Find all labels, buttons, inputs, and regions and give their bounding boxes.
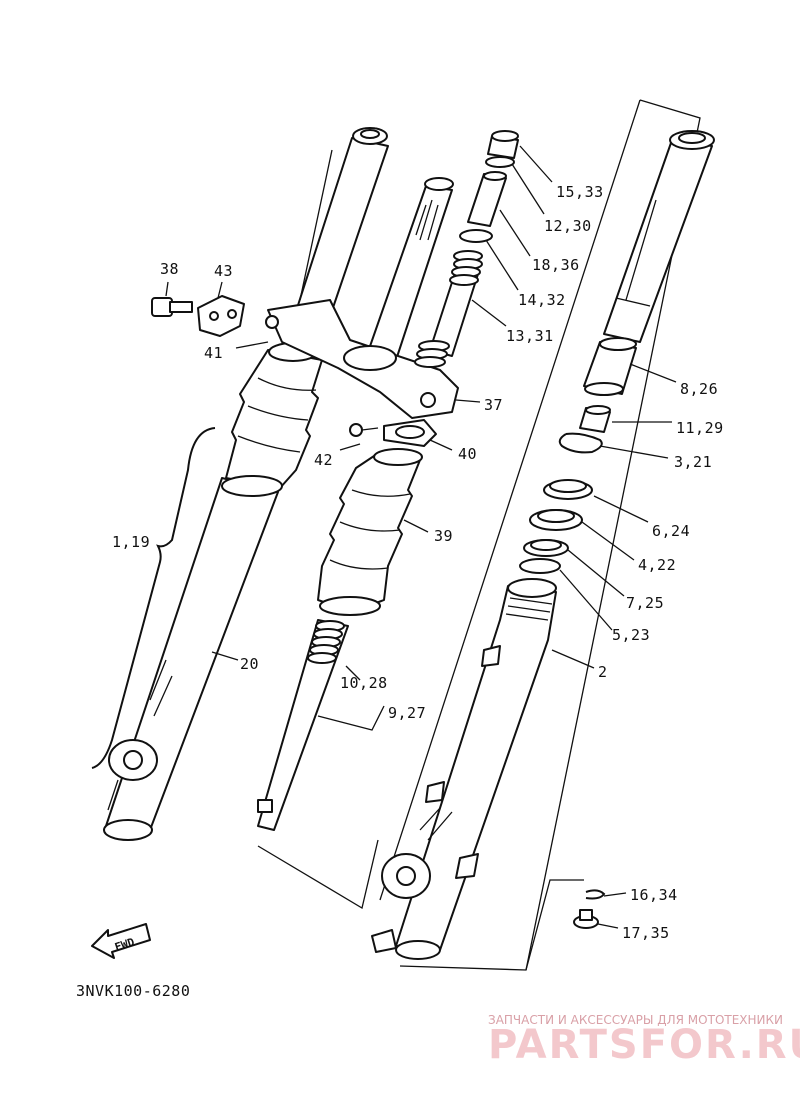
label-38: 38 (160, 260, 179, 278)
drain-bolt (573, 909, 599, 929)
rebound-spring (307, 620, 345, 664)
label-1-19: 1,19 (112, 533, 150, 551)
label-6-24: 6,24 (652, 522, 690, 540)
label-20: 20 (240, 655, 259, 673)
label-9-27: 9,27 (388, 704, 426, 722)
label-5-23: 5,23 (612, 626, 650, 644)
label-43: 43 (214, 262, 233, 280)
label-15-33: 15,33 (556, 183, 604, 201)
label-18-36: 18,36 (532, 256, 580, 274)
part-labels: 15,33 12,30 18,36 14,32 13,31 38 43 41 3… (112, 183, 724, 942)
label-13-31: 13,31 (506, 327, 554, 345)
label-16-34: 16,34 (630, 886, 678, 904)
spring-lower (414, 340, 450, 368)
label-12-30: 12,30 (544, 217, 592, 235)
diagram-code: 3NVK100-6280 (76, 982, 190, 1000)
label-37: 37 (484, 396, 503, 414)
fwd-arrow: FWD (91, 923, 151, 959)
right-fork-assembly (371, 99, 715, 971)
watermark-logo: PARTSFOR.RU (488, 1022, 800, 1068)
label-17-35: 17,35 (622, 924, 670, 942)
leader-lines (165, 145, 677, 929)
label-4-22: 4,22 (638, 556, 676, 574)
label-39: 39 (434, 527, 453, 545)
label-7-25: 7,25 (626, 594, 664, 612)
watermark: ЗАПЧАСТИ И АКСЕССУАРЫ ДЛЯ МОТОТЕХНИКИ PA… (488, 1013, 800, 1068)
label-41: 41 (204, 344, 223, 362)
label-2: 2 (598, 663, 608, 681)
spring-top (449, 250, 483, 286)
thread-lines (505, 597, 553, 621)
center-assembly (151, 130, 519, 910)
watermark-tagline: ЗАПЧАСТИ И АКСЕССУАРЫ ДЛЯ МОТОТЕХНИКИ (488, 1013, 783, 1027)
label-8-26: 8,26 (680, 380, 718, 398)
label-40: 40 (458, 445, 477, 463)
label-42: 42 (314, 451, 333, 469)
bolt-38 (151, 297, 193, 317)
left-fork-assembly (91, 127, 389, 841)
label-11-29: 11,29 (676, 419, 724, 437)
label-3-21: 3,21 (674, 453, 712, 471)
label-10-28: 10,28 (340, 674, 388, 692)
fwd-label: FWD (113, 935, 136, 954)
label-14-32: 14,32 (518, 291, 566, 309)
